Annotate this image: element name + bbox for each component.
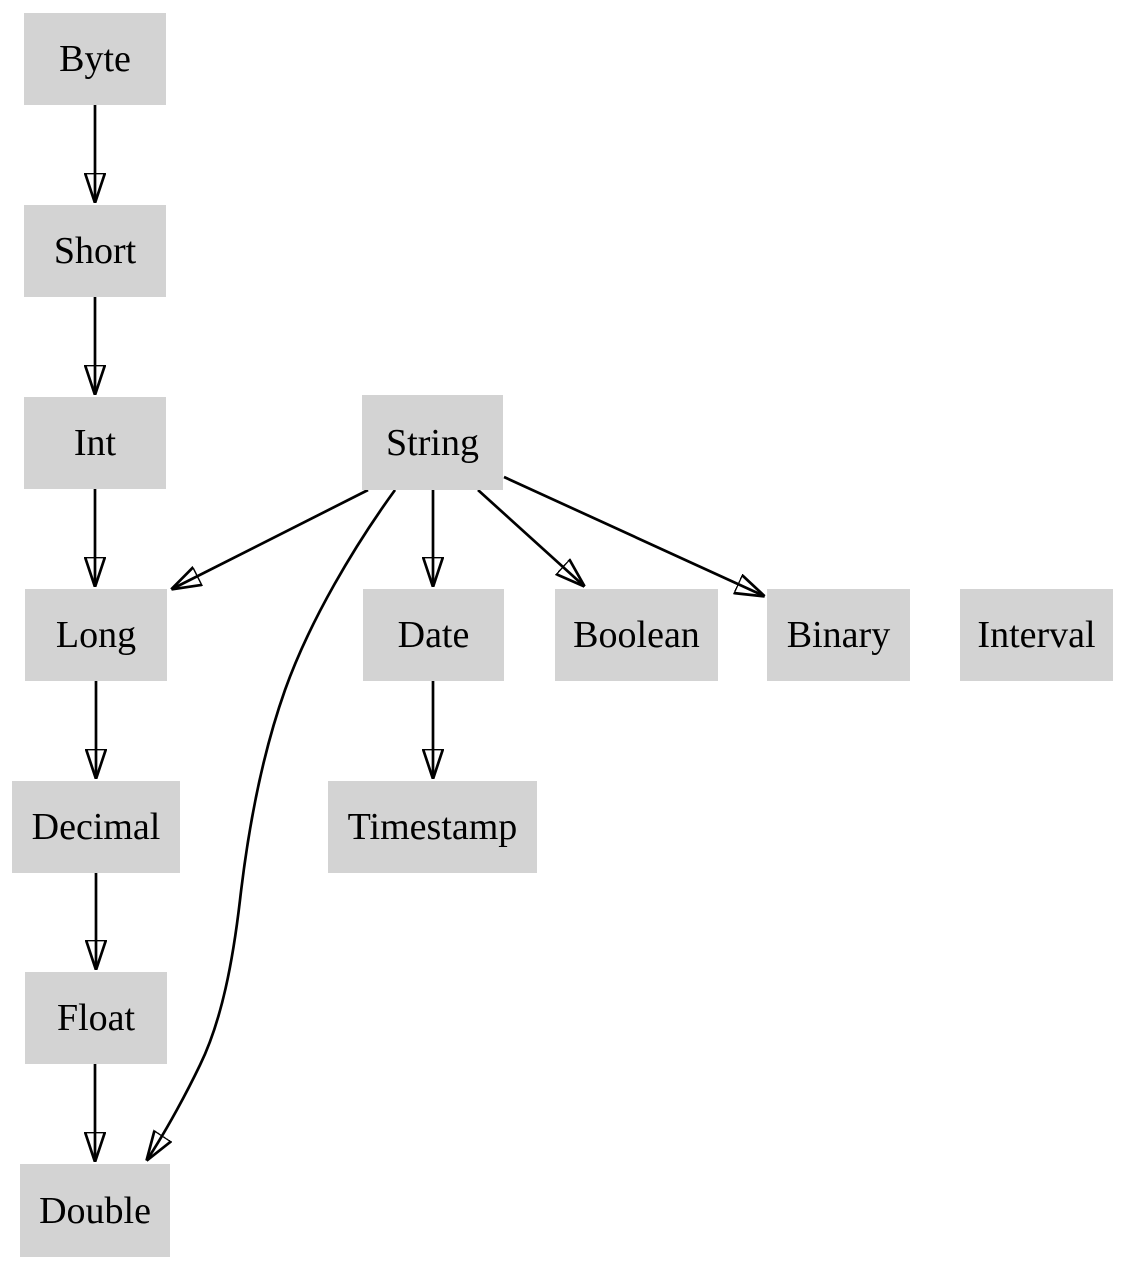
node-long: Long: [25, 589, 167, 681]
node-interval: Interval: [960, 589, 1113, 681]
node-byte: Byte: [24, 13, 166, 105]
node-double: Double: [20, 1164, 170, 1257]
node-timestamp: Timestamp: [328, 781, 537, 873]
node-decimal: Decimal: [12, 781, 180, 873]
node-boolean: Boolean: [555, 589, 718, 681]
edge-string-binary: [503, 475, 764, 596]
node-string: String: [362, 395, 503, 490]
node-binary: Binary: [767, 589, 910, 681]
edge-string-double: [147, 489, 397, 1160]
edge-string-long: [172, 488, 369, 589]
node-float: Float: [25, 972, 167, 1064]
edge-string-boolean: [477, 488, 584, 586]
node-short: Short: [24, 205, 166, 297]
node-date: Date: [363, 589, 504, 681]
node-int: Int: [24, 397, 166, 489]
